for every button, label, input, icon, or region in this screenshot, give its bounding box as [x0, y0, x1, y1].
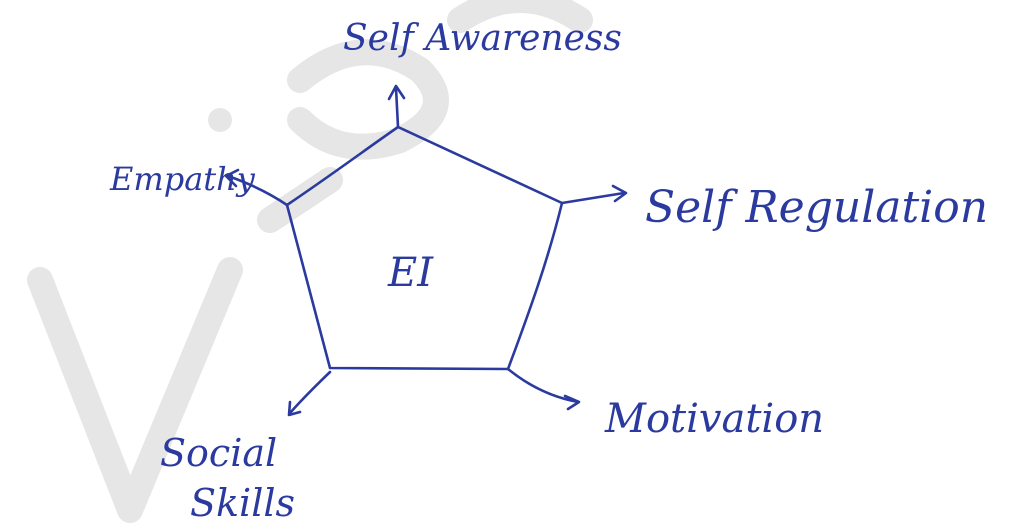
- arrow-social-skills: [287, 370, 332, 417]
- node-social-skills-line2: Skills: [190, 481, 295, 525]
- arrow-self-regulation: [560, 184, 628, 205]
- node-motivation: Motivation: [604, 396, 824, 442]
- arrow-self-awareness: [387, 84, 406, 129]
- node-self-regulation: Self Regulation: [645, 182, 988, 233]
- node-social-skills-line1: Social: [160, 431, 277, 475]
- center-label: EI: [387, 250, 434, 296]
- node-empathy: Empathy: [109, 160, 256, 198]
- arrow-empathy: [224, 168, 289, 207]
- watermark: [27, 0, 593, 523]
- node-self-awareness: Self Awareness: [343, 18, 622, 59]
- pentagon-shape: [285, 125, 564, 371]
- arrow-motivation: [506, 367, 581, 411]
